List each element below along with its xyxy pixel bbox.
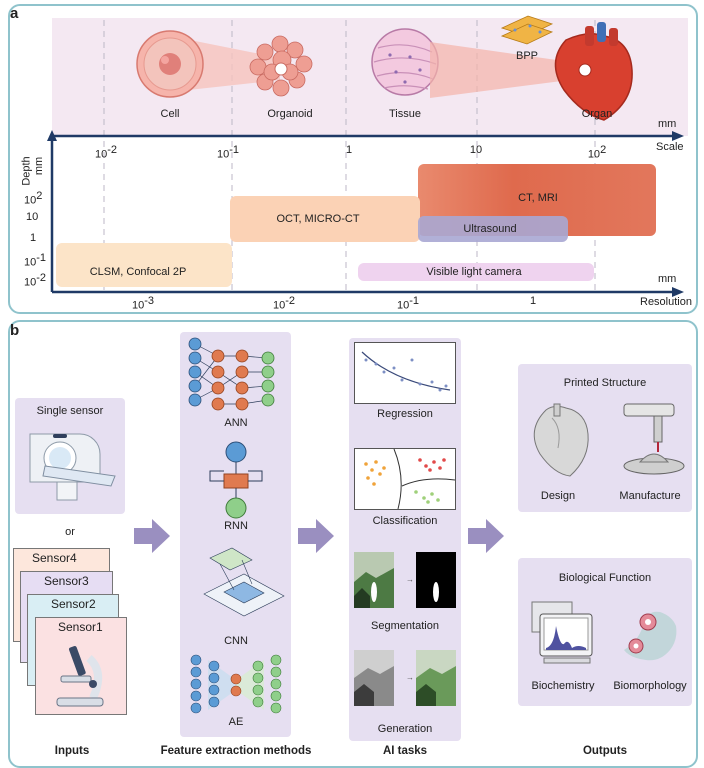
regression-plot bbox=[354, 342, 456, 404]
column-title-tasks: AI tasks bbox=[382, 745, 428, 757]
resolution-tick: 10-1 bbox=[396, 295, 420, 312]
or-label: or bbox=[65, 526, 75, 538]
modality-label: CT, MRI bbox=[518, 192, 558, 204]
sensor-label: Sensor3 bbox=[44, 574, 89, 588]
scale-tick: 10 bbox=[469, 144, 483, 156]
ae-icon bbox=[190, 654, 282, 714]
bpp-illustration bbox=[500, 15, 554, 45]
output-item-label: Manufacture bbox=[619, 490, 681, 502]
sensor-label: Sensor2 bbox=[51, 597, 96, 611]
output-item-label: Biochemistry bbox=[531, 680, 595, 692]
segmentation-images: → bbox=[354, 552, 456, 608]
method-label: ANN bbox=[224, 417, 248, 429]
label-tissue: Tissue bbox=[389, 108, 421, 120]
band-visible-camera bbox=[358, 263, 594, 281]
modality-label: CLSM, Confocal 2P bbox=[89, 266, 187, 278]
printer-manufacture-icon bbox=[623, 403, 685, 475]
panel-a-label: a bbox=[10, 5, 19, 22]
heart-design-icon bbox=[533, 403, 589, 477]
band-ultrasound bbox=[418, 216, 568, 242]
output-item-label: Biomorphology bbox=[613, 680, 687, 692]
resolution-tick: 10-3 bbox=[131, 295, 155, 312]
method-label: RNN bbox=[224, 520, 248, 532]
cnn-icon bbox=[203, 547, 285, 617]
biochemistry-monitor-icon bbox=[531, 601, 593, 664]
task-label: Generation bbox=[377, 723, 433, 735]
scale-tick: 102 bbox=[587, 144, 607, 161]
ct-scanner-icon bbox=[29, 433, 116, 501]
task-label: Segmentation bbox=[371, 620, 439, 632]
method-label: AE bbox=[228, 716, 244, 728]
depth-tick: 102 bbox=[24, 190, 43, 207]
ann-icon bbox=[188, 337, 275, 411]
panel-b-label: b bbox=[10, 322, 20, 339]
axes bbox=[47, 130, 684, 297]
label-bpp: BPP bbox=[516, 50, 539, 62]
scale-unit: mm bbox=[658, 118, 677, 130]
depth-tick: 1 bbox=[30, 232, 37, 244]
task-label: Classification bbox=[372, 515, 438, 527]
column-title-methods: Feature extraction methods bbox=[160, 745, 312, 757]
generation-images: → bbox=[354, 650, 456, 706]
scale-tick: 10-2 bbox=[94, 144, 118, 161]
depth-tick: 10-1 bbox=[24, 252, 47, 269]
classification-plot bbox=[354, 448, 456, 510]
band-clsm bbox=[56, 243, 232, 287]
microscope-icon bbox=[56, 646, 104, 707]
cell-illustration bbox=[136, 30, 280, 98]
organoid-illustration bbox=[249, 35, 313, 97]
resolution-tick: 10-2 bbox=[272, 295, 296, 312]
sensor-label: Sensor1 bbox=[58, 620, 103, 634]
biomorphology-cells-icon bbox=[624, 611, 677, 661]
svg-text:→: → bbox=[406, 673, 414, 682]
column-title-inputs: Inputs bbox=[54, 745, 90, 757]
modality-label: OCT, MICRO-CT bbox=[276, 213, 360, 225]
scale-tick: 1 bbox=[345, 144, 353, 156]
modality-label: Visible light camera bbox=[426, 266, 522, 278]
resolution-axis-title: Resolution bbox=[640, 296, 692, 308]
scale-axis-title: Scale bbox=[656, 141, 684, 153]
biological-function-title: Biological Function bbox=[558, 572, 652, 584]
scale-tick: 10-1 bbox=[216, 144, 240, 161]
resolution-unit: mm bbox=[658, 273, 677, 285]
band-oct-micro-ct bbox=[230, 196, 420, 242]
sensor-label: Sensor4 bbox=[32, 551, 77, 565]
method-label: CNN bbox=[224, 635, 248, 647]
svg-text:→: → bbox=[406, 575, 414, 584]
depth-tick: 10 bbox=[26, 211, 39, 223]
label-cell: Cell bbox=[160, 108, 180, 120]
modality-label: Ultrasound bbox=[463, 223, 517, 235]
label-organoid: Organoid bbox=[267, 108, 313, 120]
task-label: Regression bbox=[377, 408, 433, 420]
single-sensor-label: Single sensor bbox=[36, 405, 104, 417]
depth-tick: 10-2 bbox=[24, 272, 47, 289]
column-title-outputs: Outputs bbox=[582, 745, 628, 757]
resolution-tick: 1 bbox=[529, 295, 537, 307]
organ-heart-illustration bbox=[430, 22, 633, 121]
output-item-label: Design bbox=[540, 490, 576, 502]
printed-structure-title: Printed Structure bbox=[563, 377, 647, 389]
rnn-icon bbox=[209, 441, 263, 519]
label-organ: Organ bbox=[581, 108, 613, 120]
